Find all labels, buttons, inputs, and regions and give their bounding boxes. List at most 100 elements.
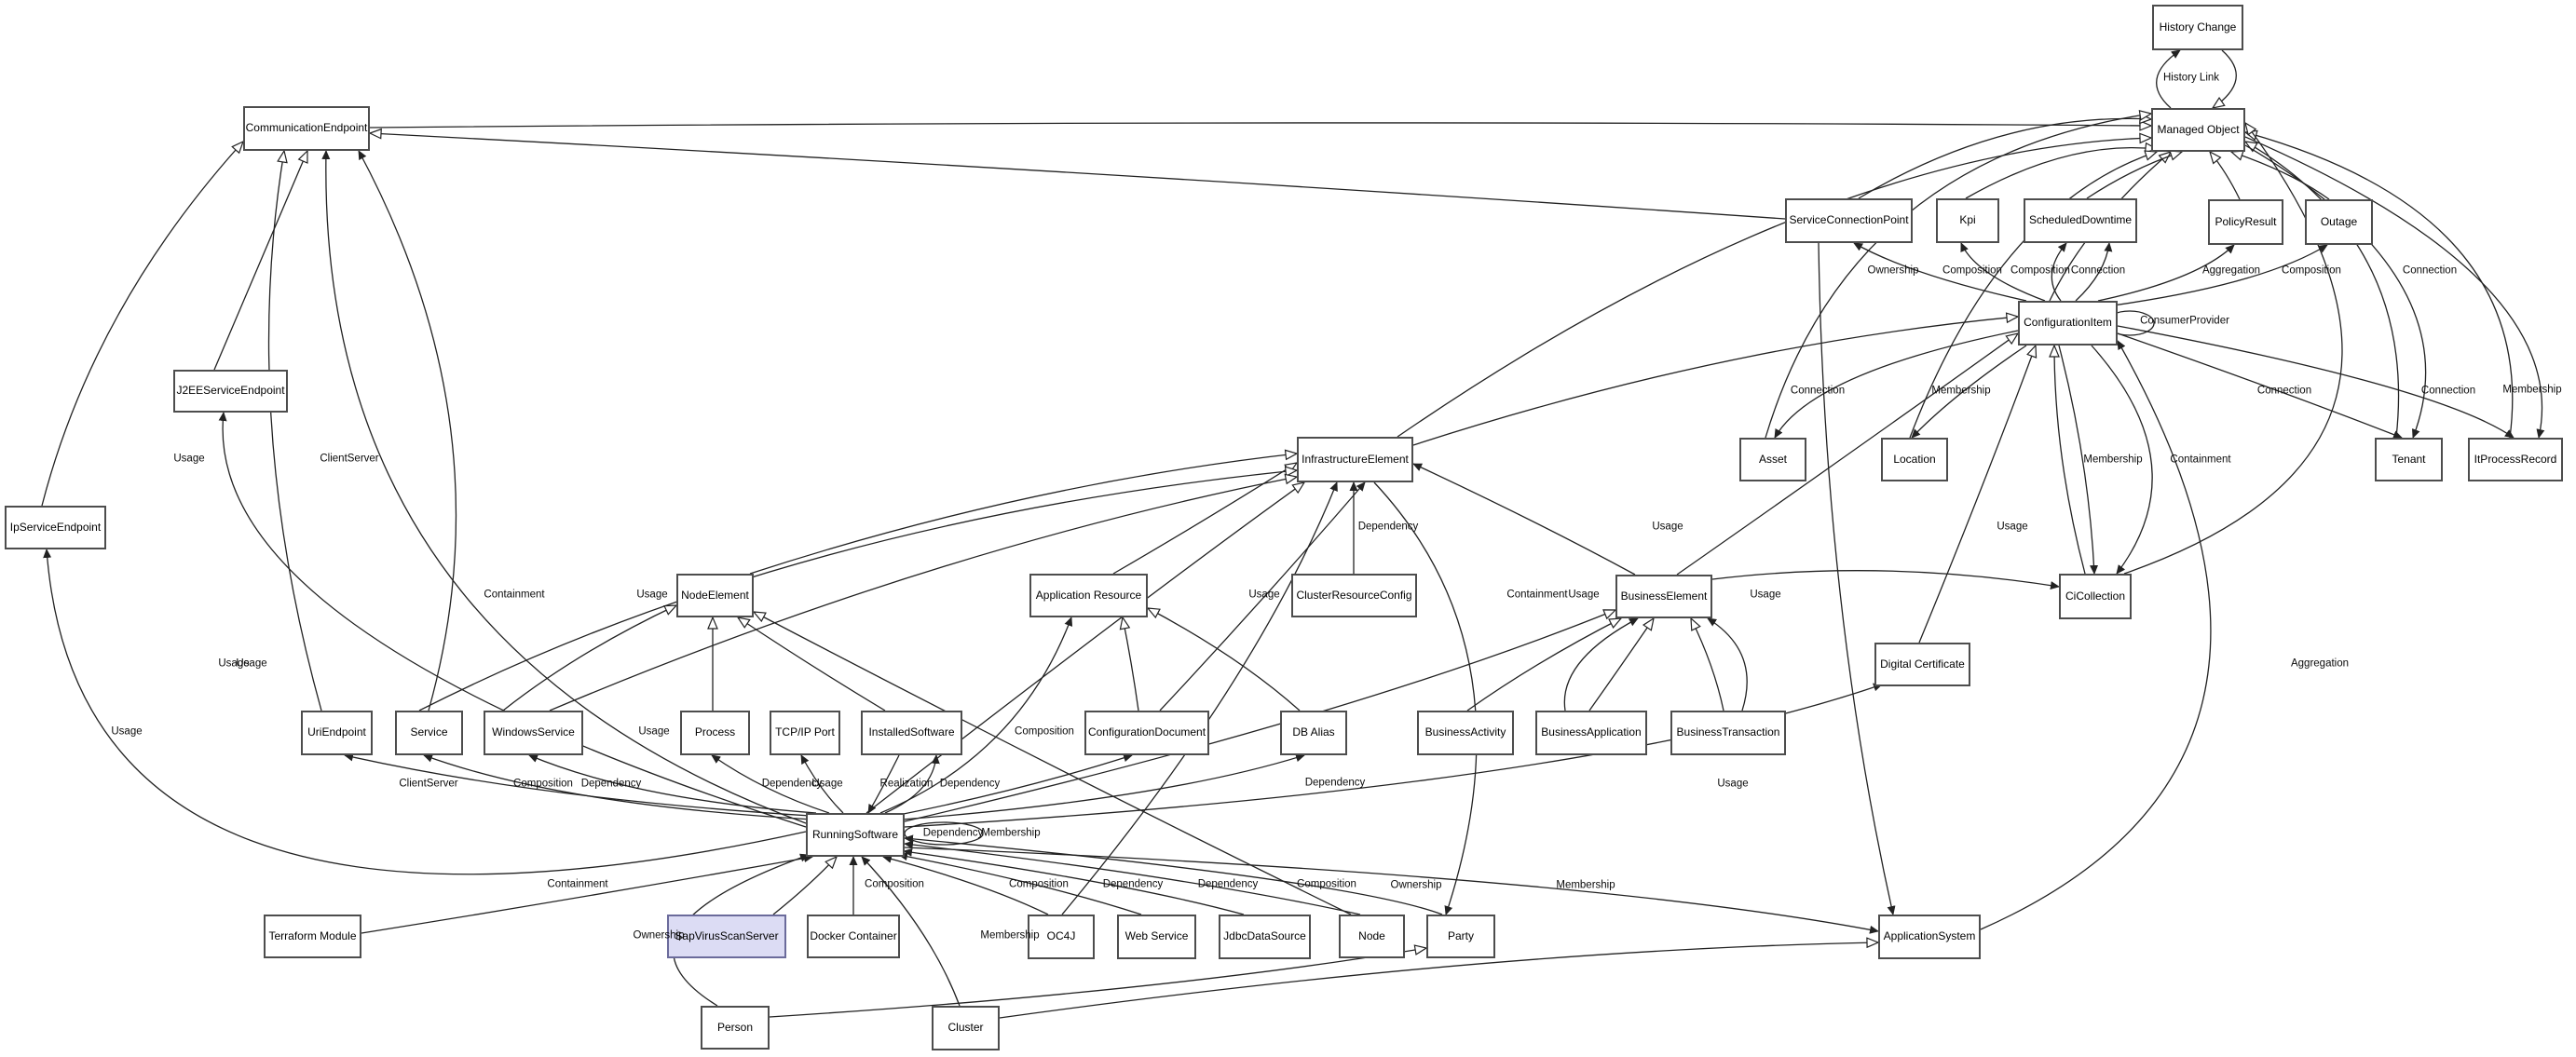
class-box-label: OC4J xyxy=(1046,929,1076,943)
class-box-kpi[interactable]: Kpi xyxy=(1936,198,1999,243)
edge-digital-certificate-to-configuration-item xyxy=(1918,344,2038,644)
class-box-configuration-document[interactable]: ConfigurationDocument xyxy=(1084,711,1209,755)
class-box-uri-endpoint[interactable]: UriEndpoint xyxy=(301,711,373,755)
class-box-docker-container[interactable]: Docker Container xyxy=(807,915,900,958)
class-box-cluster-resource-config[interactable]: ClusterResourceConfig xyxy=(1291,574,1417,617)
edge-service-connection-point-to-managed-object xyxy=(1858,113,2153,199)
edge-configuration-item-to-scheduled-downtime xyxy=(2075,242,2113,302)
class-box-application-resource[interactable]: Application Resource xyxy=(1029,574,1148,617)
edge-label-connection: Connection xyxy=(2402,264,2458,277)
class-box-party[interactable]: Party xyxy=(1426,915,1495,958)
class-box-web-service[interactable]: Web Service xyxy=(1117,915,1196,959)
edge-label-usage: Usage xyxy=(1568,589,1600,601)
edge-label-ownership: Ownership xyxy=(1867,264,1919,277)
class-box-j2ee-service-endpoint[interactable]: J2EEServiceEndpoint xyxy=(173,370,288,413)
edge-label-composition: Composition xyxy=(865,878,924,890)
edge-label-connection: Connection xyxy=(2070,264,2126,277)
edge-label-composition: Composition xyxy=(1015,725,1074,738)
class-box-node-element[interactable]: NodeElement xyxy=(676,574,754,617)
class-box-infrastructure-element[interactable]: InfrastructureElement xyxy=(1297,437,1413,482)
class-box-label: DB Alias xyxy=(1292,725,1335,739)
class-box-label: BusinessActivity xyxy=(1424,725,1506,739)
edge-label-composition: Composition xyxy=(513,778,573,790)
class-box-person[interactable]: Person xyxy=(701,1006,770,1050)
class-box-running-software[interactable]: RunningSoftware xyxy=(806,813,905,857)
class-box-it-process-record[interactable]: ItProcessRecord xyxy=(2468,438,2563,481)
edge-label-containment: Containment xyxy=(484,589,545,601)
edge-label-membership: Membership xyxy=(980,929,1040,942)
class-box-business-activity[interactable]: BusinessActivity xyxy=(1417,711,1514,755)
class-box-node[interactable]: Node xyxy=(1339,915,1405,958)
class-box-scheduled-downtime[interactable]: ScheduledDowntime xyxy=(2024,198,2137,243)
class-box-service[interactable]: Service xyxy=(395,711,463,755)
class-box-tcpip-port[interactable]: TCP/IP Port xyxy=(770,711,840,755)
edge-label-consumerprovider: ConsumerProvider xyxy=(2140,315,2229,327)
edge-communication-endpoint-to-managed-object xyxy=(369,120,2153,131)
class-box-label: Process xyxy=(694,725,736,739)
class-box-sap-virus-scan-server[interactable]: SapVirusScanServer xyxy=(667,915,786,958)
class-box-label: InstalledSoftware xyxy=(868,725,955,739)
edge-windows-service-to-infrastructure-element xyxy=(549,473,1299,711)
class-box-process[interactable]: Process xyxy=(680,711,750,755)
edge-label-dependency: Dependency xyxy=(1304,777,1366,789)
class-box-label: BusinessTransaction xyxy=(1676,725,1780,739)
edge-label-usage: Usage xyxy=(1717,778,1749,790)
class-box-label: Digital Certificate xyxy=(1880,657,1965,671)
class-box-policy-result[interactable]: PolicyResult xyxy=(2208,199,2283,245)
class-box-terraform-module[interactable]: Terraform Module xyxy=(264,915,361,958)
class-box-windows-service[interactable]: WindowsService xyxy=(484,711,583,755)
class-box-ip-service-endpoint[interactable]: IpServiceEndpoint xyxy=(5,506,106,549)
edge-oc4j-to-running-software xyxy=(882,854,1049,915)
edge-configuration-document-to-infrastructure-element xyxy=(1159,481,1366,711)
class-box-ci-collection[interactable]: CiCollection xyxy=(2059,574,2132,619)
edge-jdbc-data-source-to-running-software xyxy=(903,847,1245,915)
edge-application-system-to-configuration-item xyxy=(1980,340,2212,930)
edge-configuration-item-to-location xyxy=(1911,345,2027,439)
class-box-managed-object[interactable]: Managed Object xyxy=(2151,108,2245,152)
class-box-application-system[interactable]: ApplicationSystem xyxy=(1878,915,1981,959)
edge-windows-service-to-node-element xyxy=(502,604,678,711)
class-box-jdbc-data-source[interactable]: JdbcDataSource xyxy=(1219,915,1311,959)
edge-j2ee-service-endpoint-to-communication-endpoint xyxy=(213,149,308,371)
class-box-oc4j[interactable]: OC4J xyxy=(1028,915,1095,959)
edge-configuration-item-to-kpi xyxy=(1960,242,2046,302)
class-box-asset[interactable]: Asset xyxy=(1739,438,1806,481)
edge-business-application-to-business-element xyxy=(1588,617,1655,711)
edge-business-activity-to-business-element xyxy=(1466,617,1623,711)
edge-label-clientserver: ClientServer xyxy=(399,778,458,790)
edge-label-membership: Membership xyxy=(2083,454,2143,466)
class-box-communication-endpoint[interactable]: CommunicationEndpoint xyxy=(243,106,370,151)
edge-business-element-to-infrastructure-element xyxy=(1412,463,1636,576)
class-box-label: Terraform Module xyxy=(268,928,357,942)
class-box-label: ItProcessRecord xyxy=(2474,452,2557,466)
edge-label-composition: Composition xyxy=(2282,264,2341,277)
edge-label-containment: Containment xyxy=(2170,454,2231,466)
edge-infrastructure-element-to-party xyxy=(1373,481,1478,915)
class-box-business-transaction[interactable]: BusinessTransaction xyxy=(1670,711,1786,755)
class-box-label: JdbcDataSource xyxy=(1223,929,1306,943)
class-box-label: Cluster xyxy=(947,1021,984,1035)
edge-label-usage: Usage xyxy=(111,725,143,738)
edge-kpi-to-managed-object xyxy=(1965,142,2159,199)
class-box-label: ServiceConnectionPoint xyxy=(1789,213,1909,227)
class-box-cluster[interactable]: Cluster xyxy=(932,1006,1000,1050)
edge-running-software-to-uri-endpoint xyxy=(344,752,811,817)
class-box-service-connection-point[interactable]: ServiceConnectionPoint xyxy=(1785,198,1913,243)
class-box-configuration-item[interactable]: ConfigurationItem xyxy=(2018,301,2118,346)
class-box-db-alias[interactable]: DB Alias xyxy=(1280,711,1347,755)
class-box-installed-software[interactable]: InstalledSoftware xyxy=(861,711,962,755)
edge-label-usage: Usage xyxy=(1750,589,1781,601)
edge-label-connection: Connection xyxy=(2256,385,2312,397)
class-box-history-change[interactable]: History Change xyxy=(2152,5,2243,50)
class-box-location[interactable]: Location xyxy=(1881,438,1948,481)
class-box-outage[interactable]: Outage xyxy=(2305,199,2373,245)
edge-running-software-to-application-system xyxy=(904,847,1879,934)
class-box-digital-certificate[interactable]: Digital Certificate xyxy=(1874,643,1970,686)
edge-running-software-to-service xyxy=(423,753,813,820)
edge-policy-result-to-managed-object xyxy=(2209,150,2241,200)
class-box-business-element[interactable]: BusinessElement xyxy=(1615,575,1712,618)
class-box-tenant[interactable]: Tenant xyxy=(2375,438,2443,481)
edge-node-to-node-element xyxy=(752,611,1352,915)
class-box-business-application[interactable]: BusinessApplication xyxy=(1535,711,1647,755)
